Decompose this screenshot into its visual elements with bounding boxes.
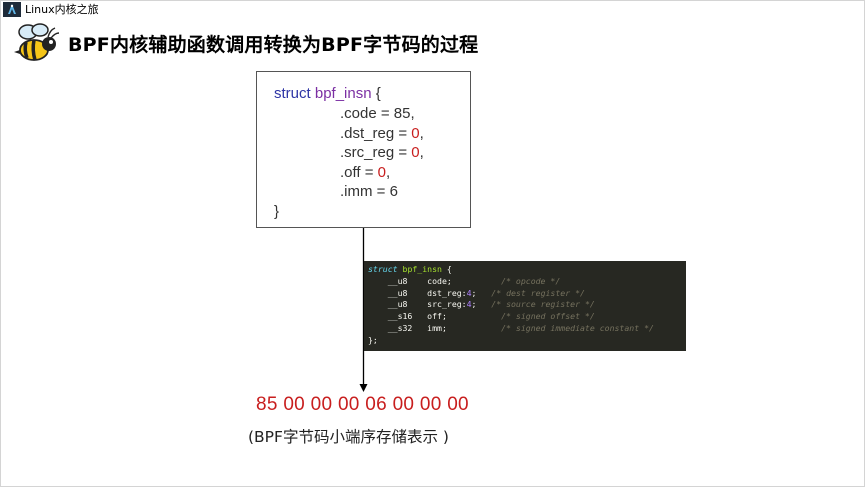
code-field: code; xyxy=(427,275,452,286)
code-comment: /* dest register */ xyxy=(491,287,585,298)
slide-title: BPF内核辅助函数调用转换为BPF字节码的过程 xyxy=(68,33,479,56)
bee-icon xyxy=(12,22,60,64)
field-label: .dst_reg = xyxy=(340,124,412,142)
code-struct-name: bpf_insn xyxy=(402,264,442,274)
code-row-dst-reg: __u8 dst_reg:4; /* dest register */ xyxy=(387,287,585,298)
code-close: }; xyxy=(368,334,378,345)
code-keyword: struct xyxy=(368,264,398,274)
code-type: __u8 xyxy=(387,287,413,298)
field-suffix: , xyxy=(386,163,391,181)
code-field: src_reg: xyxy=(427,299,467,310)
struct-field-dst-reg: .dst_reg = 0, xyxy=(340,124,424,144)
code-open: { xyxy=(441,264,452,274)
code-close-row: }; xyxy=(368,335,682,347)
code-bits: 4 xyxy=(466,299,472,310)
code-row-src-reg: __u8 src_reg:4; /* source register */ xyxy=(387,299,595,310)
code-snippet-panel: struct bpf_insn { __u8 code; /* opcode *… xyxy=(364,261,686,351)
code-row-off: __s16 off; /* signed offset */ xyxy=(368,311,682,323)
field-value: 0 xyxy=(377,163,387,181)
code-field: imm; xyxy=(427,322,447,333)
field-value: 6 xyxy=(389,183,398,200)
struct-literal-box: struct bpf_insn { .code = 85, .dst_reg =… xyxy=(256,71,471,228)
code-row-code: __u8 code; /* opcode */ xyxy=(368,276,682,288)
code-type: __s32 xyxy=(387,322,413,333)
struct-header-line: struct bpf_insn { xyxy=(274,84,381,104)
code-field: dst_reg: xyxy=(427,287,467,298)
slide-header: BPF内核辅助函数调用转换为BPF字节码的过程 xyxy=(12,22,478,64)
code-type: __s16 xyxy=(387,311,413,322)
field-label: .off = xyxy=(340,163,378,181)
field-suffix: , xyxy=(419,144,424,161)
code-field: off; xyxy=(427,311,447,322)
field-suffix: , xyxy=(419,124,424,142)
field-label: .src_reg = xyxy=(340,144,412,161)
struct-close-line: } xyxy=(274,202,279,222)
field-value: 0 xyxy=(411,124,420,142)
struct-field-off: .off = 0, xyxy=(340,163,390,183)
field-label: .code = xyxy=(340,105,394,122)
field-suffix: , xyxy=(410,105,415,122)
code-type: __u8 xyxy=(387,299,413,310)
code-bits: 4 xyxy=(466,287,472,298)
code-comment: /* opcode */ xyxy=(501,275,561,286)
field-label: .imm = xyxy=(340,183,390,200)
code-row-imm: __s32 imm; /* signed immediate constant … xyxy=(368,323,682,335)
struct-close-brace: } xyxy=(274,203,280,220)
bytecode-hex: 85 00 00 00 06 00 00 00 xyxy=(256,394,469,415)
bytecode-caption: (BPF字节码小端序存储表示 ) xyxy=(248,428,449,446)
field-value: 85 xyxy=(393,105,411,122)
code-comment: /* signed immediate constant */ xyxy=(501,322,654,333)
app-title: Linux内核之旅 xyxy=(25,2,99,16)
struct-name: bpf_insn xyxy=(314,85,372,102)
app-titlebar: Linux内核之旅 xyxy=(0,0,99,18)
struct-field-code: .code = 85, xyxy=(340,104,415,124)
struct-field-src-reg: .src_reg = 0, xyxy=(340,143,424,163)
struct-keyword: struct xyxy=(274,85,311,102)
linux-journey-logo-icon xyxy=(3,1,21,17)
struct-open-brace: { xyxy=(375,85,381,102)
code-header-row: struct bpf_insn { xyxy=(368,264,682,276)
field-value: 0 xyxy=(411,144,420,161)
struct-field-imm: .imm = 6 xyxy=(340,182,398,202)
code-type: __u8 xyxy=(387,275,413,286)
code-comment: /* signed offset */ xyxy=(501,311,595,322)
code-comment: /* source register */ xyxy=(491,299,595,310)
